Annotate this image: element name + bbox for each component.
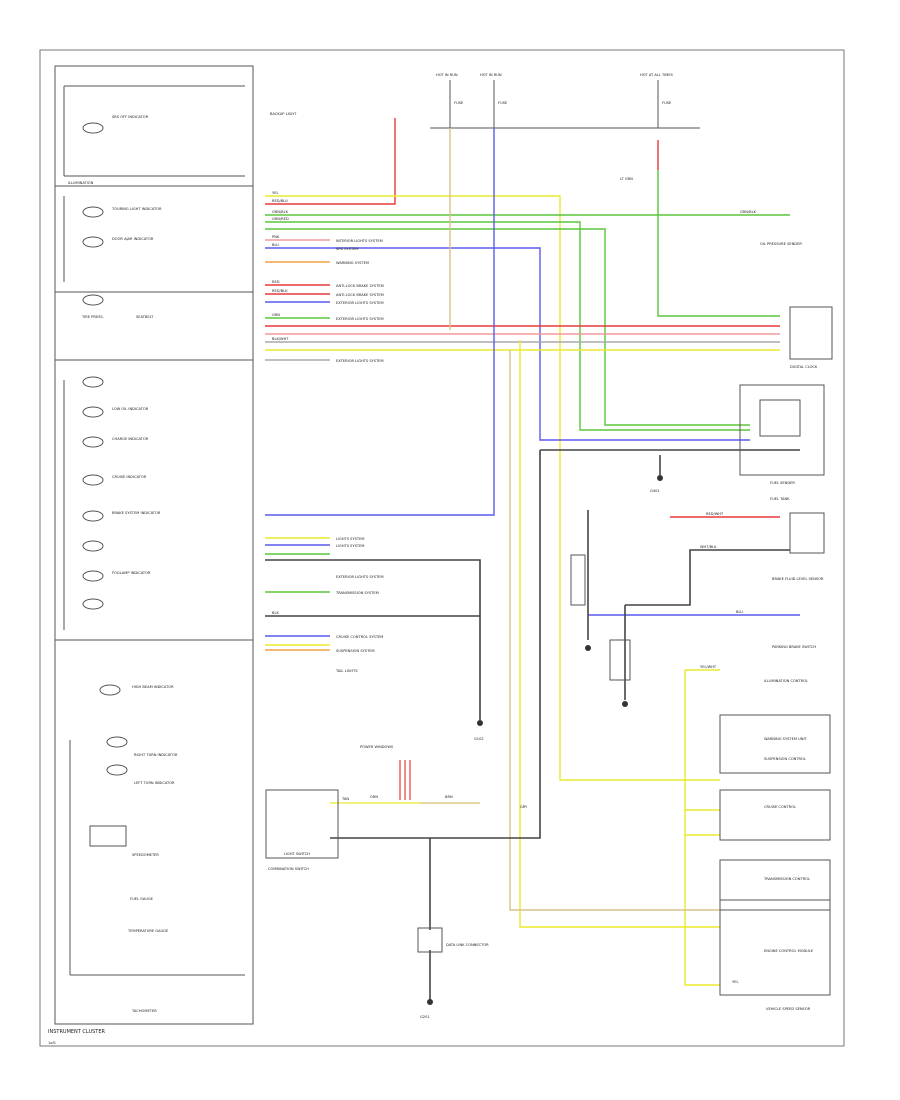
- signal-label: LIGHTS SYSTEM: [336, 544, 365, 548]
- component-label: ENGINE CONTROL MODULE: [764, 949, 814, 953]
- cluster-label: TOURING LIGHT INDICATOR: [111, 207, 162, 211]
- signal-label: POWER WINDOWS: [360, 745, 394, 749]
- cluster-label: TIRE PRESS.: [81, 315, 104, 319]
- signal-label: INTERIOR LIGHTS SYSTEM: [336, 239, 383, 243]
- cluster-label: CHARGE INDICATOR: [112, 437, 149, 441]
- cluster-label: RIGHT TURN INDICATOR: [134, 753, 178, 757]
- signal-label: CRUISE CONTROL SYSTEM: [336, 635, 383, 639]
- cluster-label: BRAKE SYSTEM INDICATOR: [112, 511, 161, 515]
- power-label: HOT IN RUN: [436, 73, 458, 77]
- component-label: BRAKE FLUID LEVEL SENSOR: [772, 577, 824, 581]
- component-label: SUSPENSION CONTROL: [764, 757, 806, 761]
- signal-label: SUSPENSION SYSTEM: [336, 649, 375, 653]
- wire-code: LT GRN: [620, 177, 633, 181]
- ground-label: G102: [474, 737, 484, 741]
- fuse-label: FUSE: [498, 101, 508, 105]
- cluster-label: TACHOMETER: [131, 1009, 157, 1013]
- component-label: FUEL SENDER: [770, 481, 795, 485]
- signal-label: EXTERIOR LIGHTS SYSTEM: [336, 301, 384, 305]
- wire-code: BLU: [272, 243, 279, 247]
- cluster-label: DOOR AJAR INDICATOR: [112, 237, 154, 241]
- cluster-internal-wiring: [63, 85, 245, 976]
- ground-label: G201: [420, 1015, 430, 1019]
- signal-label: LIGHTS SYSTEM: [336, 537, 365, 541]
- cluster-label: HIGH BEAM INDICATOR: [132, 685, 174, 689]
- wire-code: GRN: [272, 313, 280, 317]
- signal-label: SRS SYSTEM: [336, 247, 359, 251]
- cluster-labels: ILLUMINATION SRS OFF INDICATOR TOURING L…: [68, 115, 178, 1013]
- wire-code: GRN/RED: [272, 217, 289, 221]
- wire-code: BLK: [272, 611, 279, 615]
- signal-label: EXTERIOR LIGHTS SYSTEM: [336, 359, 384, 363]
- component-label: DIGITAL CLOCK: [790, 365, 818, 369]
- cluster-label: CRUISE INDICATOR: [112, 475, 147, 479]
- wire-code: GRN/BLK: [272, 210, 289, 214]
- cluster-label: FOGLAMP INDICATOR: [112, 571, 151, 575]
- component-label: OIL PRESSURE SENDER: [760, 242, 802, 246]
- signal-label: EXTERIOR LIGHTS SYSTEM: [336, 317, 384, 321]
- instrument-cluster-box: [54, 65, 254, 1025]
- wire-code: YEL: [732, 980, 738, 984]
- power-label: HOT AT ALL TIMES: [640, 73, 674, 77]
- component-label: WARNING SYSTEM UNIT: [764, 737, 808, 741]
- page-label: 1of1: [48, 1041, 56, 1045]
- component-label: LIGHT SWITCH: [284, 852, 310, 856]
- component-label: COMBINATION SWITCH: [268, 867, 309, 871]
- cluster-label: FUEL GAUGE: [130, 897, 154, 901]
- fuse-label: FUSE: [454, 101, 464, 105]
- fuse-block: HOT IN RUN HOT IN RUN HOT AT ALL TIMES F…: [430, 73, 700, 129]
- signal-label: ANTI-LOCK BRAKE SYSTEM: [336, 293, 384, 297]
- wire-code: YEL/WHT: [700, 665, 717, 669]
- diagram-frame: [39, 49, 845, 1047]
- wire-code: BLU: [736, 610, 743, 614]
- component-label: PARKING BRAKE SWITCH: [772, 645, 816, 649]
- cluster-title: INSTRUMENT CLUSTER: [48, 1029, 106, 1035]
- signal-label: EXTERIOR LIGHTS SYSTEM: [336, 575, 384, 579]
- power-label: HOT IN RUN: [480, 73, 502, 77]
- wire-code-labels: YEL RED/BLU GRN/BLK GRN/RED BLU PNK RED …: [272, 177, 757, 984]
- component-label: BACKUP LIGHT: [270, 112, 297, 116]
- wire-code: GRY: [520, 805, 528, 809]
- cluster-label: TEMPERATURE GAUGE: [127, 929, 169, 933]
- ground-wiring: [265, 449, 800, 1000]
- wire-code: BLK/WHT: [272, 337, 289, 341]
- component-label: ILLUMINATION CONTROL: [764, 679, 808, 683]
- wire-code: TAN: [341, 797, 349, 801]
- component-label: FUEL TANK: [770, 497, 790, 501]
- signal-label: WARNING SYSTEM: [336, 261, 369, 265]
- cluster-dividers: [55, 185, 253, 641]
- component-label: DATA LINK CONNECTOR: [446, 943, 489, 947]
- wire-code: RED/BLK: [272, 289, 288, 293]
- cluster-lamps: [82, 122, 128, 847]
- wire-code: PNK: [272, 235, 280, 239]
- wire-code: RED/WHT: [706, 512, 724, 516]
- right-components: [265, 306, 833, 996]
- wire-harness: [265, 118, 800, 986]
- signal-label: ANTI-LOCK BRAKE SYSTEM: [336, 284, 384, 288]
- wire-code: RED: [272, 280, 280, 284]
- component-label: CRUISE CONTROL: [764, 805, 796, 809]
- cluster-label: SRS OFF INDICATOR: [112, 115, 149, 119]
- component-labels: BACKUP LIGHT OIL PRESSURE SENDER DIGITAL…: [268, 112, 824, 1019]
- wire-code: GRN/BLK: [740, 210, 757, 214]
- component-label: TRANSMISSION CONTROL: [763, 877, 810, 881]
- wire-code: RED/BLU: [272, 199, 288, 203]
- cluster-label: SPEEDOMETER: [132, 853, 159, 857]
- signal-label: TRANSMISSION SYSTEM: [335, 591, 379, 595]
- signal-label: TAIL LIGHTS: [335, 669, 358, 673]
- cluster-label: LEFT TURN INDICATOR: [134, 781, 175, 785]
- cluster-label: SEATBELT: [136, 315, 154, 319]
- signal-labels: INTERIOR LIGHTS SYSTEM SRS SYSTEM WARNIN…: [335, 239, 394, 749]
- wire-code: ORN: [370, 795, 378, 799]
- cluster-label: LOW OIL INDICATOR: [112, 407, 149, 411]
- fuse-label: FUSE: [662, 101, 672, 105]
- component-label: VEHICLE SPEED SENSOR: [766, 1007, 811, 1011]
- cluster-label: ILLUMINATION: [68, 181, 94, 185]
- wire-code: BRN: [445, 795, 453, 799]
- wire-code: WHT/BLK: [700, 545, 717, 549]
- ground-symbols: [427, 475, 663, 1005]
- wire-code: YEL: [272, 191, 278, 195]
- ground-label: G401: [650, 489, 660, 493]
